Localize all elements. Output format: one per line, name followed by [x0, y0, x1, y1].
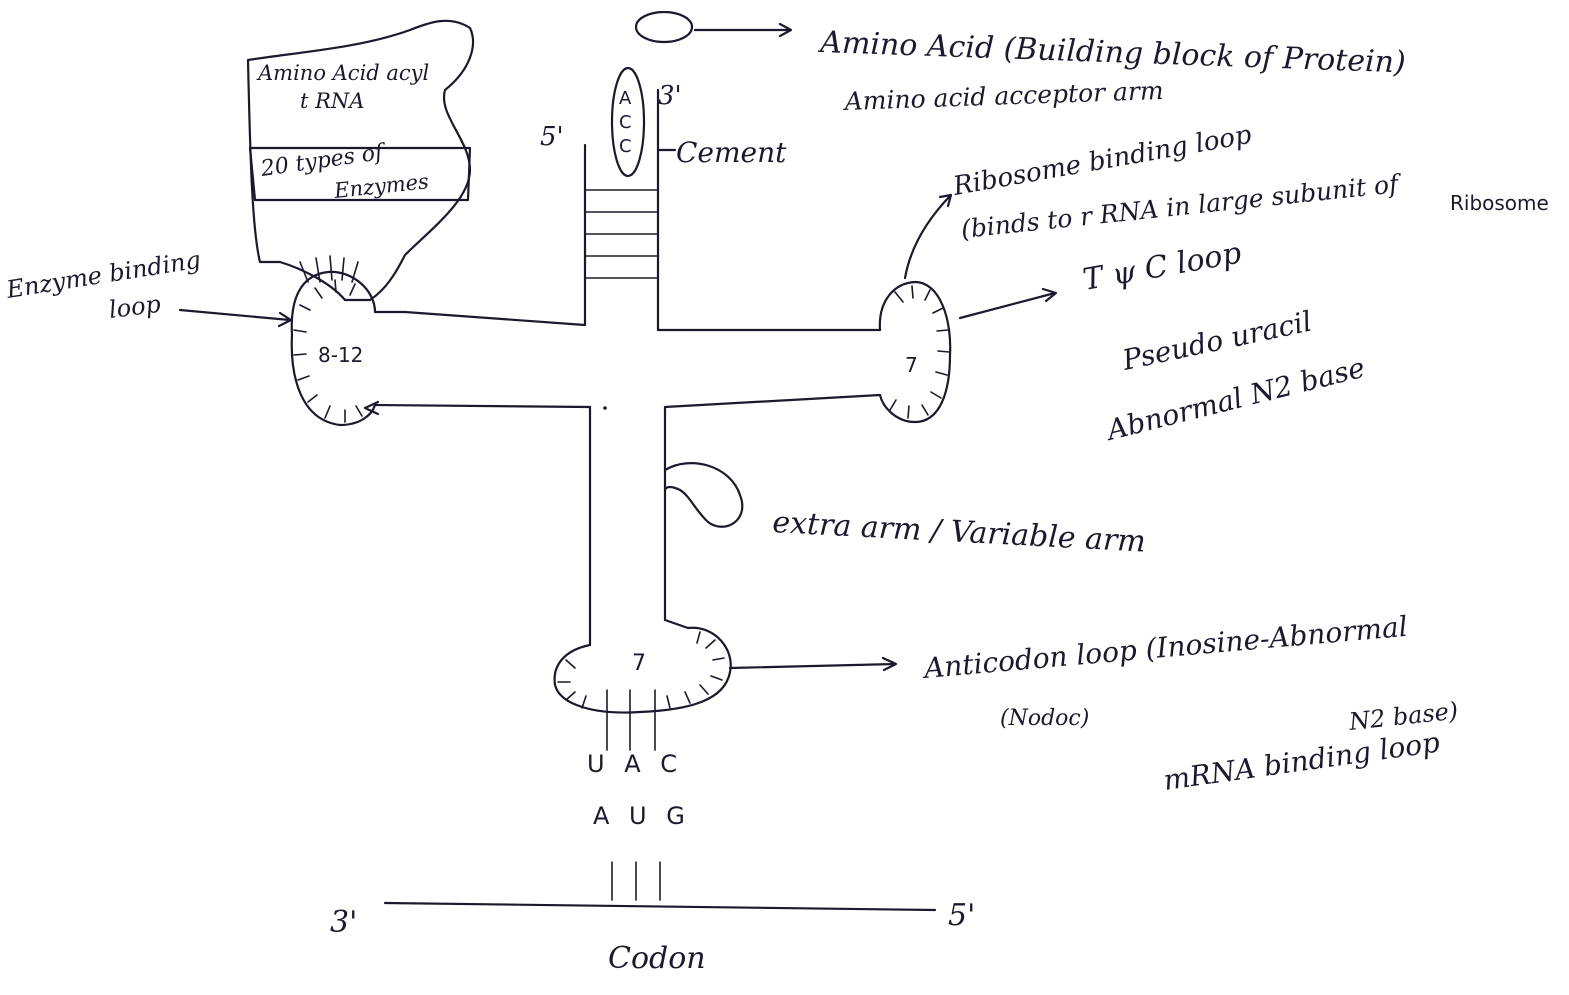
- mrna-strand: [383, 901, 937, 912]
- anticodon-loop-ticks: [557, 631, 725, 709]
- acceptor-3prime: 3': [658, 81, 682, 111]
- t-psi-c-loop: [878, 280, 952, 424]
- center-dot: [603, 406, 607, 410]
- cca-oval: [610, 66, 646, 178]
- anticodon-arrow: [728, 656, 898, 672]
- ribosome-label-line3: Ribosome: [1450, 191, 1549, 215]
- enzyme-label-line4: Enzymes: [332, 169, 430, 203]
- amino-acid-title: Amino Acid (Building block of Protein): [817, 25, 1407, 81]
- d-loop-count: 8-12: [318, 343, 363, 367]
- nodoc-label: (Nodoc): [1000, 706, 1089, 731]
- cca-a: A: [619, 88, 632, 109]
- amino-acid-oval: [634, 10, 694, 44]
- amino-acid-arrow: [693, 22, 793, 38]
- acceptor-3-strand: [656, 88, 882, 332]
- acceptor-5-strand: [403, 143, 587, 327]
- d-arm-arrow: [363, 400, 380, 416]
- t-psi-c-title: T ψ C loop: [1080, 236, 1244, 298]
- enzyme-binding-label-line1: Enzyme binding: [4, 246, 203, 304]
- ribosome-arrow: [903, 193, 953, 280]
- cca-c1: C: [619, 112, 632, 133]
- mrna-5prime: 5': [948, 898, 975, 933]
- variable-arm-label: extra arm / Variable arm: [772, 505, 1147, 560]
- mrna-binding-label: mRNA binding loop: [1161, 725, 1441, 796]
- cca-c2: C: [619, 136, 632, 157]
- t-psi-c-arrow: [958, 287, 1058, 320]
- anticodon-label-line1: Anticodon loop (Inosine-Abnormal: [920, 610, 1409, 685]
- enzyme-label-line1: Amino Acid acyl: [256, 61, 429, 85]
- t-loop-count: 7: [905, 353, 918, 377]
- mrna-3prime: 3': [330, 905, 357, 940]
- enzyme-binding-label-line2: loop: [107, 290, 162, 324]
- enzyme-type-box: [248, 146, 472, 202]
- enzyme-label-line2: t RNA: [300, 89, 364, 113]
- t-arm-lower-strand: [663, 393, 882, 622]
- anticodon-bases: U A C: [587, 750, 683, 778]
- codon-label: Codon: [608, 941, 706, 976]
- d-loop: [290, 270, 592, 427]
- anticodon-loop-count: 7: [632, 651, 646, 676]
- t-loop-ticks: [889, 285, 950, 419]
- anticodon-loop: [553, 618, 732, 714]
- d-loop-ticks: [293, 279, 363, 423]
- acceptor-base-pairs: [584, 189, 659, 279]
- acceptor-5prime: 5': [540, 122, 564, 152]
- cement-label: Cement: [676, 136, 787, 169]
- enzyme-binding-arrow: [178, 308, 292, 322]
- anticodon-base-ticks: [606, 689, 656, 751]
- codon-bases: A U G: [593, 802, 691, 830]
- variable-arm: [663, 462, 744, 528]
- acceptor-arm-label: Amino acid acceptor arm: [842, 76, 1164, 116]
- codon-base-ticks: [611, 861, 661, 901]
- pseudo-uracil-label: Pseudo uracil: [1119, 305, 1315, 378]
